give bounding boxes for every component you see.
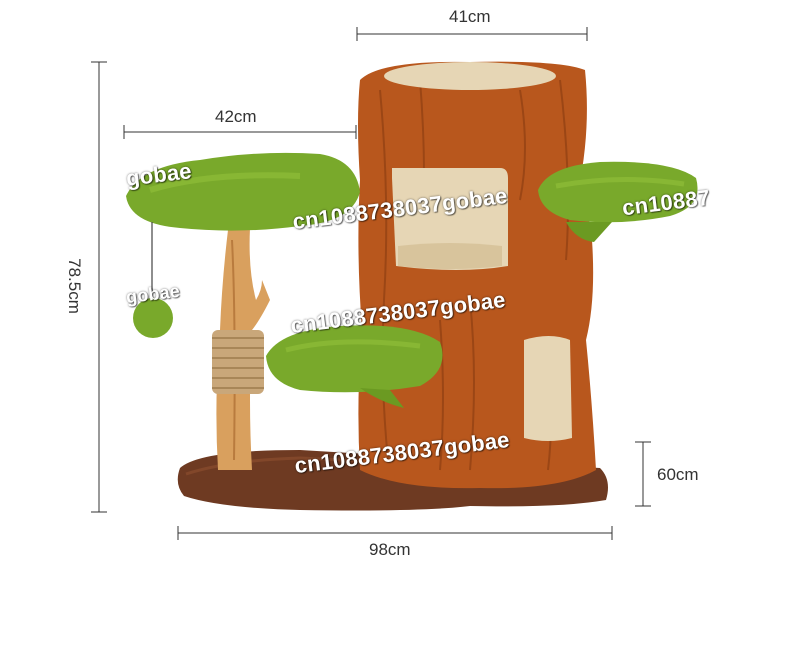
sisal-rope [212, 330, 264, 394]
lower-window [524, 336, 572, 441]
hanging-ball [133, 298, 173, 338]
left-canopy [126, 152, 360, 231]
dimension-height: 78.5cm [64, 258, 84, 314]
right-platform [538, 161, 698, 223]
dimension-base-height: 60cm [657, 465, 699, 484]
dimension-platform-width: 42cm [215, 107, 257, 126]
dimension-base-width: 98cm [369, 540, 411, 559]
dimension-lines [91, 27, 651, 540]
top-cushion [384, 62, 556, 90]
dimension-top-width: 41cm [449, 7, 491, 26]
